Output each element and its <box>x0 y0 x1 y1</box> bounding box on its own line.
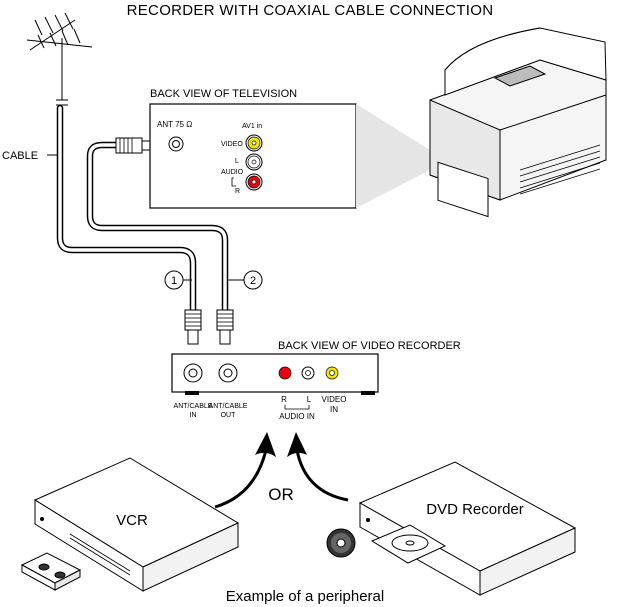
recorder-audio-r-jack <box>278 366 292 380</box>
caption: Example of a peripheral <box>226 588 384 605</box>
curved-arrow-icon <box>214 432 276 509</box>
recorder-back-panel: BACK VIEW OF VIDEO RECORDER ANT/CABLE IN… <box>171 340 461 421</box>
ant-in-label-1: ANT/CABLE <box>174 403 213 410</box>
recorder-panel-label: BACK VIEW OF VIDEO RECORDER <box>278 340 461 352</box>
or-label: OR <box>268 485 294 504</box>
svg-text:1: 1 <box>171 275 177 287</box>
recorder-plug-in <box>184 309 202 345</box>
callout-2: 2 <box>228 270 263 290</box>
diagram-title: RECORDER WITH COAXIAL CABLE CONNECTION <box>127 2 494 19</box>
rec-video-in-label-1: VIDEO <box>322 395 347 404</box>
ant-in-label-2: IN <box>190 412 197 419</box>
curved-arrow-icon-right <box>287 432 349 502</box>
tv-ant-label: ANT 75 Ω <box>157 120 192 129</box>
tv-av-label: AV1 in <box>242 123 262 130</box>
cable-2 <box>86 141 229 314</box>
cassette-icon <box>20 552 82 591</box>
vcr-label: VCR <box>116 512 148 529</box>
disc-icon <box>326 528 356 558</box>
tv-r-label: R <box>235 188 240 195</box>
rec-r-label: R <box>281 395 287 404</box>
rec-audio-in-label: AUDIO IN <box>279 412 315 421</box>
tv-icon <box>429 27 607 218</box>
ant-out-label-1: ANT/CABLE <box>209 403 248 410</box>
dvd-recorder-label: DVD Recorder <box>426 501 524 518</box>
recorder-ant-in-jack <box>183 363 203 383</box>
tv-video-label: VIDEO <box>221 141 243 148</box>
callout-1: 1 <box>164 270 192 290</box>
antenna-icon <box>26 12 93 106</box>
cable-1 <box>56 104 197 314</box>
vcr-icon <box>33 457 240 592</box>
tv-audio-label: AUDIO <box>221 169 244 176</box>
rec-l-label: L <box>307 395 312 404</box>
ant-out-label-2: OUT <box>221 412 237 419</box>
tv-audio-r-jack <box>245 173 263 191</box>
recorder-audio-l-jack <box>301 366 315 380</box>
tv-l-label: L <box>235 158 239 165</box>
zoom-wedge <box>356 104 430 208</box>
tv-back-panel: BACK VIEW OF TELEVISION ANT 75 Ω AV1 in … <box>149 88 357 209</box>
recorder-video-jack <box>325 366 339 380</box>
recorder-plug-out <box>216 309 234 345</box>
rec-video-in-label-2: IN <box>330 405 338 414</box>
tv-audio-l-jack <box>245 153 263 171</box>
tv-video-jack <box>245 134 263 152</box>
cable-label: CABLE <box>2 150 38 162</box>
dvd-recorder-icon <box>358 461 577 596</box>
recorder-ant-out-jack <box>218 363 238 383</box>
tv-panel-label: BACK VIEW OF TELEVISION <box>150 88 297 100</box>
svg-text:2: 2 <box>250 275 256 287</box>
